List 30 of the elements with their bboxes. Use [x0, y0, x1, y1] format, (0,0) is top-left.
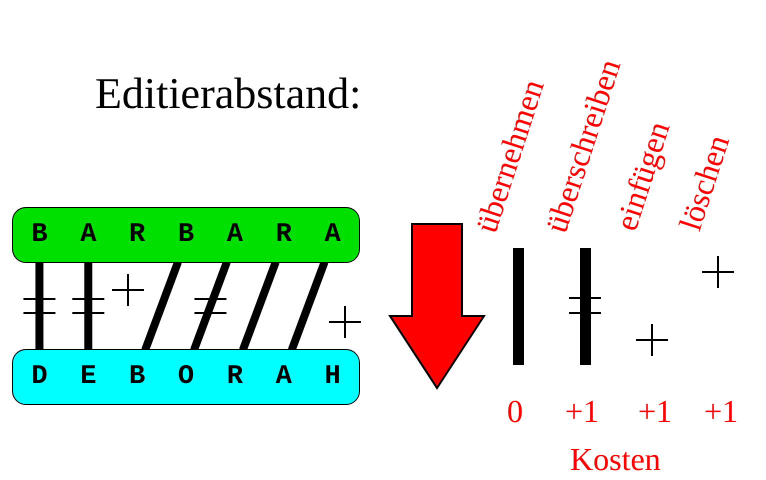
letter: H: [308, 350, 358, 404]
letter: R: [112, 208, 162, 262]
letter: B: [112, 350, 162, 404]
connector-line: [190, 260, 231, 352]
letter: R: [259, 208, 308, 262]
cost-value: +1: [638, 395, 672, 427]
letter: B: [162, 208, 210, 262]
connector-line: [35, 262, 44, 350]
cost-value: +1: [565, 395, 600, 427]
letter: O: [162, 350, 210, 404]
letter: E: [64, 350, 113, 404]
cost-value: +1: [704, 395, 738, 427]
cost-value: 0: [507, 395, 523, 427]
word-band: [12, 349, 360, 405]
operation-label: löschen: [674, 131, 734, 234]
connector-line: [84, 262, 92, 350]
letter: A: [259, 350, 308, 404]
letter: B: [15, 208, 64, 262]
letter: D: [15, 350, 64, 404]
operation-label: einfügen: [610, 118, 675, 234]
connector-line: [288, 260, 328, 352]
letter: A: [64, 208, 113, 262]
axis-label: Kosten: [570, 443, 661, 475]
letter: A: [308, 208, 358, 262]
connector-line: [239, 260, 280, 352]
connector-line: [141, 260, 182, 352]
word-band: [12, 207, 360, 263]
letter: A: [210, 208, 260, 262]
title: Editierabstand:: [95, 72, 362, 116]
letter: R: [210, 350, 260, 404]
